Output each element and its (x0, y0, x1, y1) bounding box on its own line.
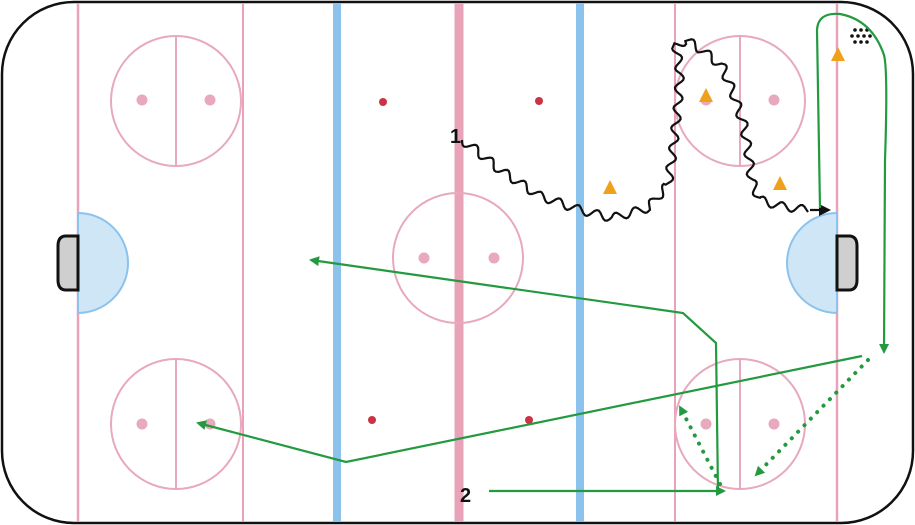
cone-icon (773, 176, 787, 190)
neutral-dot-top-right (535, 97, 543, 105)
pass-path-dotted-left (678, 405, 722, 486)
center-faceoff-circle (392, 192, 524, 324)
cone-icon (603, 180, 617, 194)
skate-path-1 (460, 38, 809, 222)
cone-icon (699, 88, 713, 102)
step-label-2: 2 (460, 485, 471, 507)
pass-path-dotted-right (754, 358, 870, 477)
cone-icon (831, 47, 845, 61)
neutral-dot-bottom-left (368, 416, 376, 424)
faceoff-circle-top-left (110, 35, 242, 167)
step-label-1: 1 (450, 126, 461, 148)
goal-net-right (835, 234, 859, 292)
pass-path-to-center (309, 256, 720, 493)
goal-crease-right (786, 211, 838, 315)
neutral-dot-top-left (379, 98, 387, 106)
puck-pile-icon (850, 28, 872, 44)
goal-net-left (56, 234, 80, 292)
goal-crease-left (77, 211, 129, 315)
neutral-dot-bottom-right (525, 416, 533, 424)
skate-path-around-net (815, 12, 890, 354)
pass-path-to-left-circle (196, 354, 863, 464)
